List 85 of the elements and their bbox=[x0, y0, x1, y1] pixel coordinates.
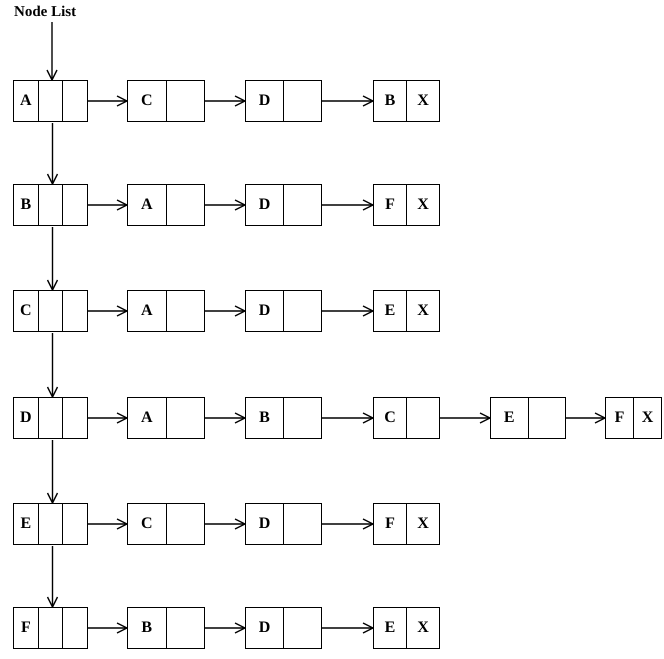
node-label: D bbox=[258, 619, 270, 637]
arrow bbox=[88, 412, 128, 424]
node-label: D bbox=[258, 196, 270, 214]
node-label: A bbox=[140, 409, 153, 427]
adjacency-node-box bbox=[245, 503, 322, 545]
adjacency-node-box bbox=[245, 80, 322, 122]
node-label: X bbox=[417, 619, 429, 637]
node-label: A bbox=[140, 302, 153, 320]
adjacency-node-box bbox=[373, 397, 440, 439]
adjacency-node-box bbox=[245, 290, 322, 332]
node-label: F bbox=[385, 515, 395, 533]
arrow bbox=[322, 622, 374, 634]
node-label: A bbox=[20, 92, 32, 110]
node-label: D bbox=[20, 409, 32, 427]
node-label: B bbox=[259, 409, 270, 427]
arrow bbox=[46, 227, 58, 291]
adjacency-node-box bbox=[373, 503, 440, 545]
node-label: F bbox=[20, 619, 31, 637]
node-label: D bbox=[258, 302, 270, 320]
arrow bbox=[205, 95, 246, 107]
adjacency-node-box bbox=[245, 397, 322, 439]
node-label: C bbox=[20, 302, 32, 320]
node-label: X bbox=[417, 92, 429, 110]
vertex-node-box bbox=[13, 290, 88, 332]
arrow bbox=[88, 518, 128, 530]
node-label: A bbox=[140, 196, 153, 214]
arrow bbox=[46, 22, 58, 81]
adjacency-node-box bbox=[245, 607, 322, 649]
node-label: D bbox=[258, 92, 270, 110]
arrow bbox=[46, 440, 58, 504]
adjacency-node-box bbox=[127, 80, 205, 122]
node-label: X bbox=[417, 302, 429, 320]
adjacency-node-box bbox=[373, 80, 440, 122]
vertex-node-box bbox=[13, 397, 88, 439]
arrow bbox=[88, 622, 128, 634]
adjacency-node-box bbox=[127, 290, 205, 332]
arrow bbox=[322, 95, 374, 107]
node-label: X bbox=[417, 196, 429, 214]
vertex-node-box bbox=[13, 607, 88, 649]
arrow bbox=[88, 199, 128, 211]
vertex-node-box bbox=[13, 80, 88, 122]
node-label: F bbox=[385, 196, 395, 214]
node-label: E bbox=[20, 515, 32, 533]
adjacency-node-box bbox=[127, 503, 205, 545]
node-label: X bbox=[642, 409, 654, 427]
arrow bbox=[205, 305, 246, 317]
node-label: E bbox=[384, 619, 396, 637]
node-label: C bbox=[384, 409, 396, 427]
node-label: D bbox=[258, 515, 270, 533]
adjacency-node-box bbox=[127, 607, 205, 649]
adjacency-node-box bbox=[373, 184, 440, 226]
vertex-node-box bbox=[13, 184, 88, 226]
arrow bbox=[566, 412, 606, 424]
adjacency-node-box bbox=[245, 184, 322, 226]
adjacency-node-box bbox=[127, 184, 205, 226]
arrow bbox=[205, 622, 246, 634]
node-label: B bbox=[20, 196, 32, 214]
arrow bbox=[46, 546, 58, 608]
arrow bbox=[88, 95, 128, 107]
arrow bbox=[322, 199, 374, 211]
node-label: C bbox=[140, 92, 153, 110]
arrow bbox=[322, 305, 374, 317]
arrow bbox=[46, 333, 58, 398]
arrow bbox=[322, 412, 374, 424]
node-label: E bbox=[504, 409, 515, 427]
adjacency-node-box bbox=[490, 397, 566, 439]
adjacency-node-box bbox=[605, 397, 662, 439]
node-label: B bbox=[384, 92, 396, 110]
list-title: Node List bbox=[14, 4, 76, 21]
arrow bbox=[205, 518, 246, 530]
arrow bbox=[46, 123, 58, 185]
arrow bbox=[205, 412, 246, 424]
adjacency-node-box bbox=[373, 607, 440, 649]
vertex-node-box bbox=[13, 503, 88, 545]
arrow bbox=[322, 518, 374, 530]
adjacency-node-box bbox=[373, 290, 440, 332]
node-label: C bbox=[140, 515, 153, 533]
arrow bbox=[205, 199, 246, 211]
adjacency-node-box bbox=[127, 397, 205, 439]
arrow bbox=[88, 305, 128, 317]
node-label: E bbox=[384, 302, 396, 320]
node-label: B bbox=[141, 619, 152, 637]
node-label: F bbox=[614, 409, 624, 427]
node-label: X bbox=[417, 515, 429, 533]
arrow bbox=[440, 412, 491, 424]
